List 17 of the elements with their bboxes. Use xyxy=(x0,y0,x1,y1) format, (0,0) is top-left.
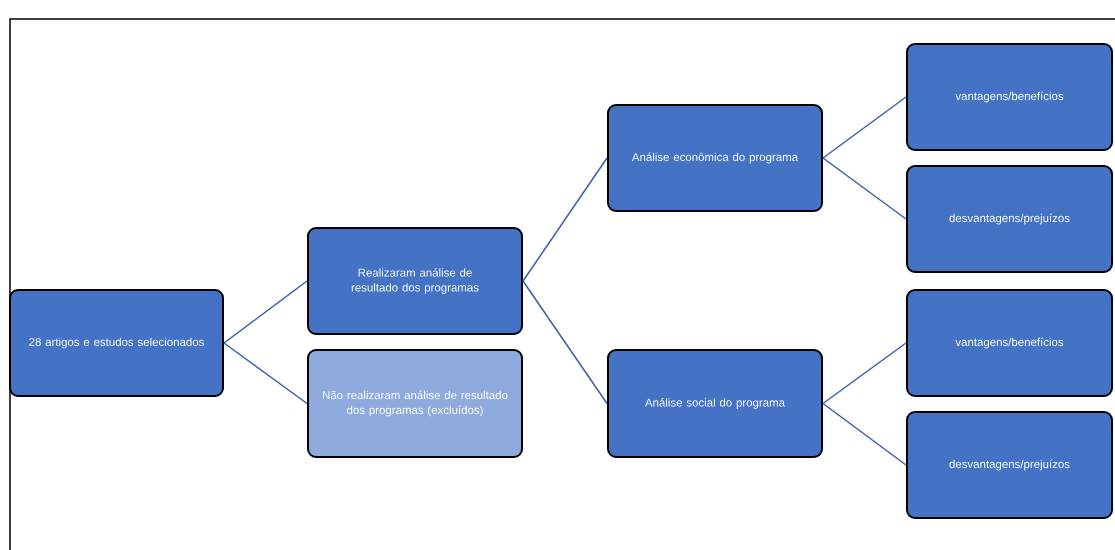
connector-line xyxy=(822,96,907,159)
connector-line xyxy=(822,402,907,466)
connector-line xyxy=(223,342,308,405)
process-box: vantagens/benefícios xyxy=(906,43,1113,151)
process-box: Análise econômica do programa xyxy=(607,104,823,212)
connector-line xyxy=(223,280,308,344)
process-box: desvantagens/prejuízos xyxy=(906,165,1113,273)
process-box: Não realizaram análise de resultado dos programas (excluídos) xyxy=(307,349,523,458)
connector-line xyxy=(822,342,907,405)
process-box: Análise social do programa xyxy=(607,349,823,458)
process-box: desvantagens/prejuízos xyxy=(906,411,1113,519)
connector-line xyxy=(522,280,608,405)
process-box: Realizaram análise de resultado dos programas xyxy=(307,227,523,335)
process-box: 28 artigos e estudos selecionados xyxy=(9,289,224,397)
connector-line xyxy=(822,157,907,220)
process-box: vantagens/benefícios xyxy=(906,289,1113,397)
connector-line xyxy=(522,157,608,282)
